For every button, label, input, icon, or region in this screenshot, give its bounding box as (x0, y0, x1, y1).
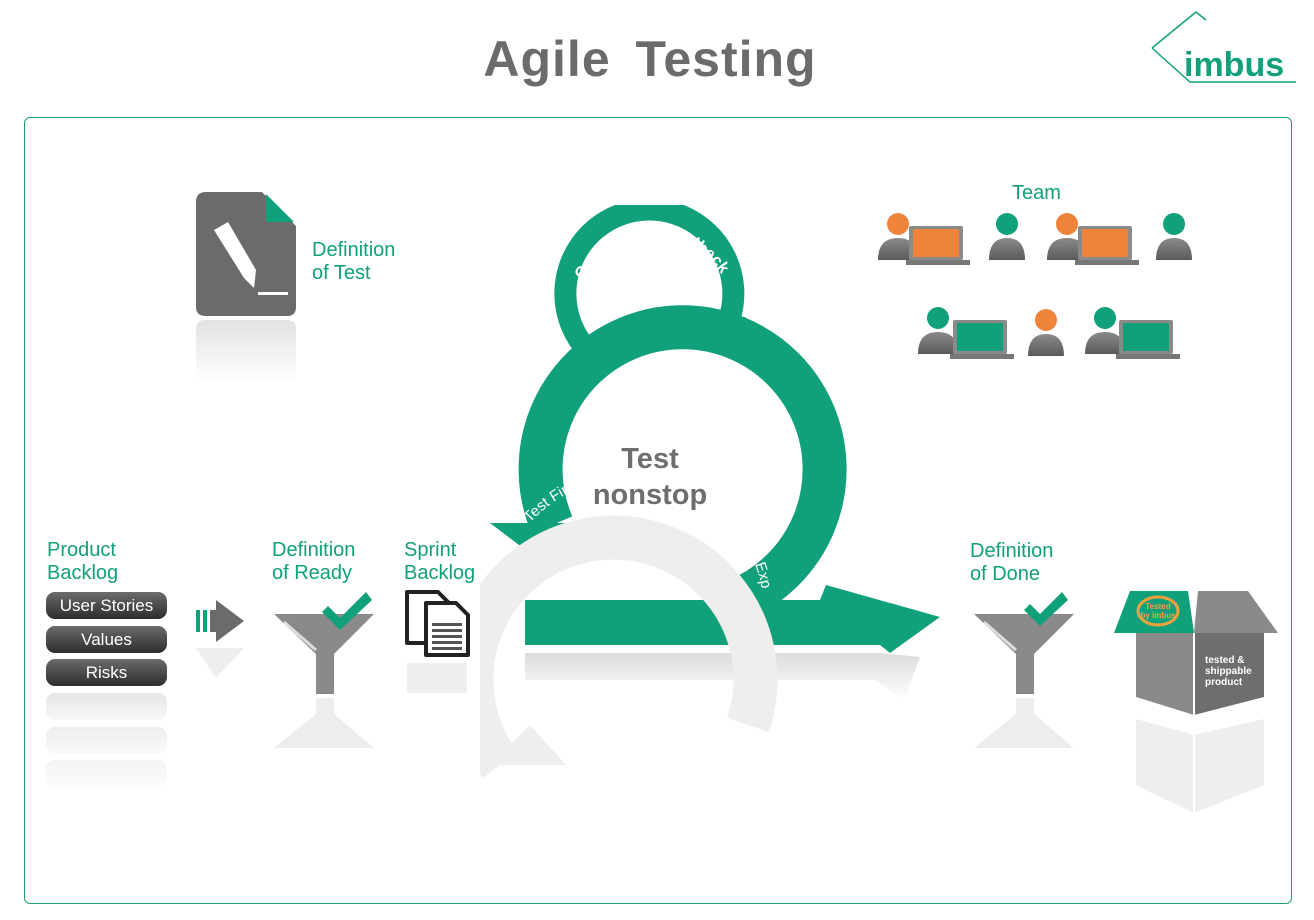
team-illustration (876, 208, 1196, 378)
diagram-frame (24, 117, 1292, 904)
backlog-reflection (46, 760, 167, 787)
team-label: Team (1012, 182, 1061, 204)
logo-diamond-icon: imbus (1151, 11, 1296, 84)
page-title: Agile Testing (483, 31, 817, 87)
shippable-product-box-icon: Tested by imbus (1108, 585, 1283, 815)
definition-of-done-funnel-icon (970, 588, 1080, 748)
backlog-reflection (46, 727, 167, 754)
definition-of-done-label: Definition of Done (970, 540, 1054, 585)
backlog-item-values: Values (46, 626, 167, 653)
flow-arrow-icon (196, 600, 248, 680)
definition-of-ready-funnel-icon (270, 588, 380, 748)
check-icon (1024, 592, 1068, 626)
test-nonstop-label: Test nonstop (592, 443, 708, 511)
backlog-item-risks: Risks (46, 659, 167, 686)
seal-text: by imbus (1140, 611, 1176, 620)
product-backlog-label: Product Backlog (47, 539, 119, 584)
definition-of-ready-label: Definition of Ready (272, 539, 356, 584)
sprint-backlog-documents-icon (404, 589, 474, 704)
seal-text: Tested (1145, 602, 1170, 611)
logo-text: imbus (1184, 46, 1284, 84)
definition-of-test-label: Definition of Test (312, 239, 396, 284)
backlog-reflection (46, 693, 167, 720)
check-icon (322, 592, 372, 630)
test-nonstop-cycle: Continuous Feedback Test First | Keyword… (449, 192, 960, 905)
backlog-item-user-stories: User Stories (46, 592, 167, 619)
definition-of-test-icon (196, 192, 298, 387)
sprint-backlog-label: Sprint Backlog (404, 539, 476, 584)
imbus-logo: imbus (1150, 10, 1300, 85)
product-box-label: tested & shippable product (1205, 655, 1252, 688)
